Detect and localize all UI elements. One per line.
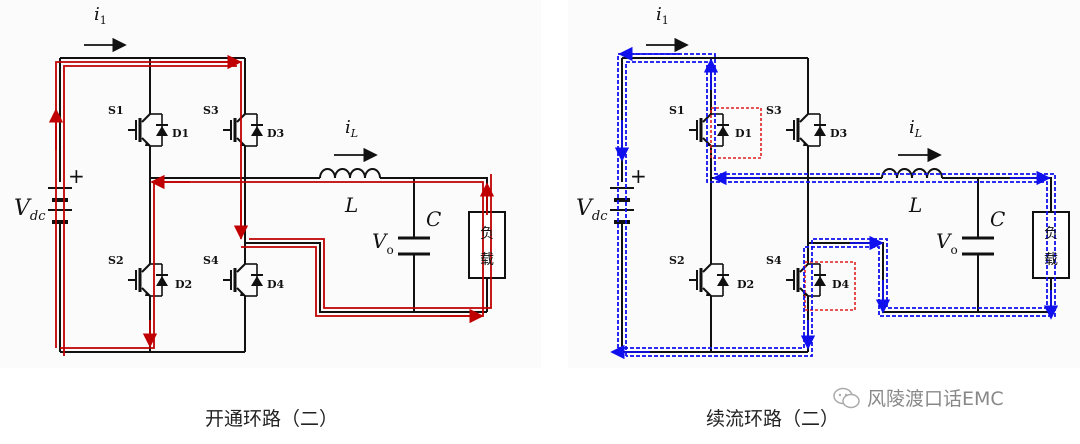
svg-text:i1: i1 bbox=[656, 4, 669, 27]
il-label-r: i bbox=[909, 117, 915, 138]
d4-label: D4 bbox=[267, 278, 285, 291]
i1-label-r: i bbox=[656, 4, 662, 25]
vo-label-r: V bbox=[936, 229, 953, 253]
inductor-label: L bbox=[344, 193, 358, 217]
vdc-sub: dc bbox=[30, 209, 46, 224]
il-label: i bbox=[345, 117, 351, 138]
i1-label: i bbox=[94, 4, 100, 25]
load-char-1-r: 负 bbox=[1044, 226, 1058, 242]
on-loop-caption: 开通环路（二） bbox=[205, 408, 339, 430]
freewheel-loop-circuit: i1 iL Vdc + S1 S3 S2 S4 D1 D3 D2 D4 L C … bbox=[576, 4, 1070, 360]
d4-label-r: D4 bbox=[832, 278, 850, 291]
on-loop-path bbox=[55, 61, 492, 356]
watermark: 风陵渡口话EMC bbox=[833, 384, 1004, 411]
inductor-l bbox=[319, 168, 381, 179]
load-char-1: 负 bbox=[480, 226, 494, 242]
plus-sign-r: + bbox=[630, 164, 647, 188]
d3-label-r: D3 bbox=[830, 127, 847, 140]
igbt-s2 bbox=[126, 254, 170, 306]
capacitor-label-r: C bbox=[990, 207, 1005, 231]
s3-label: S3 bbox=[203, 104, 219, 117]
igbt-s2-r bbox=[687, 254, 731, 306]
d1-highlight bbox=[710, 107, 762, 159]
vo-sub: o bbox=[386, 243, 393, 257]
wechat-icon bbox=[833, 387, 860, 408]
d2-label: D2 bbox=[175, 278, 192, 291]
vdc-label: V bbox=[14, 196, 32, 221]
il-sub: L bbox=[350, 127, 358, 140]
inductor-label-r: L bbox=[908, 193, 922, 217]
igbt-s4 bbox=[221, 254, 265, 306]
svg-text:Vdc: Vdc bbox=[576, 196, 608, 224]
d2-label-r: D2 bbox=[737, 278, 754, 291]
d1-label-r: D1 bbox=[735, 127, 752, 140]
igbt-s3-r bbox=[784, 104, 828, 156]
plus-sign: + bbox=[68, 164, 85, 188]
s2-label: S2 bbox=[108, 254, 124, 267]
i1-sub: 1 bbox=[100, 14, 107, 27]
svg-text:i1: i1 bbox=[94, 4, 107, 27]
igbt-s3 bbox=[221, 104, 265, 156]
d1-label: D1 bbox=[172, 127, 189, 140]
load-box bbox=[468, 211, 506, 279]
vdc-label-r: V bbox=[576, 196, 594, 221]
inductor-l-r bbox=[881, 168, 943, 179]
svg-text:iL: iL bbox=[345, 117, 358, 140]
s3-label-r: S3 bbox=[766, 104, 782, 117]
s1-label: S1 bbox=[108, 104, 124, 117]
i1-sub-r: 1 bbox=[662, 14, 669, 27]
s4-label-r: S4 bbox=[766, 254, 782, 267]
vo-label: V bbox=[372, 229, 389, 253]
vdc-sub-r: dc bbox=[592, 209, 608, 224]
load-char-2-r: 载 bbox=[1044, 252, 1058, 268]
capacitor-label: C bbox=[426, 207, 441, 231]
vo-sub-r: o bbox=[950, 243, 957, 257]
il-sub-r: L bbox=[914, 127, 922, 140]
load-box-r bbox=[1032, 211, 1070, 279]
igbt-s1-r bbox=[687, 104, 731, 156]
s1-label-r: S1 bbox=[669, 104, 685, 117]
s2-label-r: S2 bbox=[669, 254, 685, 267]
svg-text:iL: iL bbox=[909, 117, 922, 140]
s4-label: S4 bbox=[203, 254, 219, 267]
igbt-s4-r bbox=[784, 254, 828, 306]
on-loop-circuit: i1 iL Vdc + S1 S3 S2 S4 D1 D3 D2 D4 L C … bbox=[14, 4, 506, 356]
svg-text:Vo: Vo bbox=[372, 229, 394, 257]
igbt-s1 bbox=[126, 104, 170, 156]
d4-highlight bbox=[804, 261, 856, 311]
d3-label: D3 bbox=[267, 127, 284, 140]
svg-text:Vdc: Vdc bbox=[14, 196, 46, 224]
freewheel-loop-caption: 续流环路（二） bbox=[706, 408, 840, 430]
watermark-text: 风陵渡口话EMC bbox=[867, 388, 1004, 410]
load-char-2: 载 bbox=[480, 252, 494, 268]
svg-text:Vo: Vo bbox=[936, 229, 958, 257]
